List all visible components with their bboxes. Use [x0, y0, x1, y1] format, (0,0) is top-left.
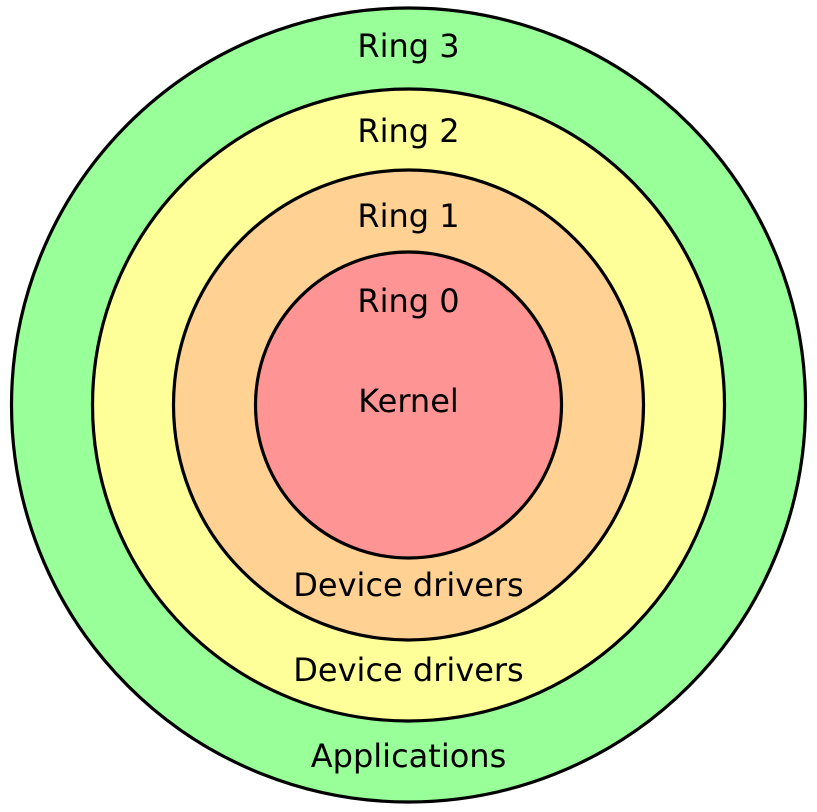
ring-0-role-label: Kernel — [358, 382, 459, 420]
ring-3-role-label: Applications — [311, 737, 506, 775]
ring-1-role-label: Device drivers — [293, 566, 523, 604]
ring-2-label: Ring 2 — [357, 112, 459, 150]
ring-1-label: Ring 1 — [357, 197, 459, 235]
ring-0-circle — [253, 250, 564, 560]
ring-3-label: Ring 3 — [357, 27, 459, 65]
ring-0-label: Ring 0 — [357, 282, 459, 320]
ring-2-role-label: Device drivers — [293, 651, 523, 689]
